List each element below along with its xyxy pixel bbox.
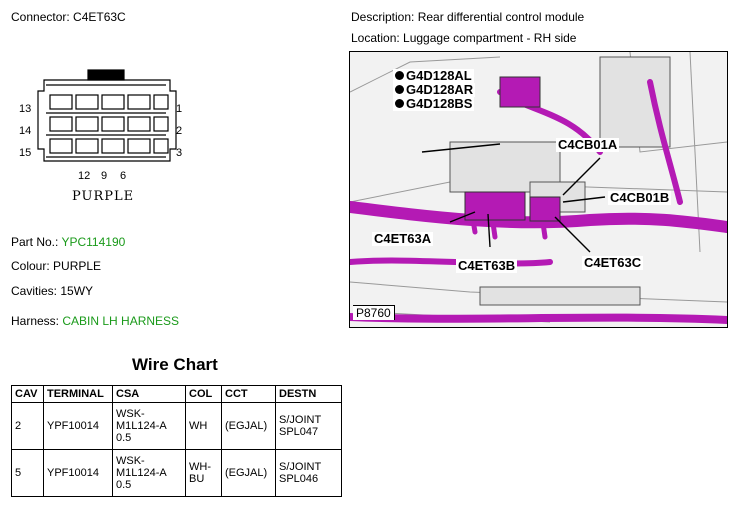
bullet-icon: [395, 99, 404, 108]
cell-cav: 5: [11, 449, 44, 497]
cell-col: WH- BU: [185, 449, 222, 497]
col-header-destn: DESTN: [275, 385, 342, 403]
location-text: Location: Luggage compartment - RH side: [351, 31, 577, 45]
pin-label-2: 2: [176, 125, 182, 137]
photo-reference: P8760: [353, 305, 395, 320]
col-header-cct: CCT: [221, 385, 276, 403]
col-header-terminal: TERMINAL: [43, 385, 113, 403]
harness-link[interactable]: CABIN LH HARNESS: [62, 314, 180, 328]
ground-label-g4d128ar: G4D128AR: [393, 83, 476, 97]
cell-terminal: YPF10014: [43, 402, 113, 450]
part-number-link[interactable]: YPC114190: [61, 235, 126, 249]
cell-csa: WSK- M1L124-A 0.5: [112, 402, 186, 450]
pin-label-13: 13: [19, 103, 31, 115]
cell-destn: S/JOINT SPL046: [275, 449, 342, 497]
ground-label-g4d128bs: G4D128BS: [393, 97, 475, 111]
wire-chart-table: CAV TERMINAL CSA COL CCT DESTN 2 YPF1001…: [11, 385, 342, 497]
colour-text: Colour: PURPLE: [11, 259, 102, 273]
pin-label-14: 14: [19, 125, 31, 137]
bullet-icon: [395, 85, 404, 94]
pin-label-15: 15: [19, 147, 31, 159]
callout-c4cb01a: C4CB01A: [556, 137, 620, 152]
connector-title: Connector: C4ET63C: [11, 10, 126, 24]
cell-col: WH: [185, 402, 222, 450]
connector-drawing: 13 14 15 1 2 3 12 9 6 PURPLE: [19, 69, 182, 204]
wire-chart-title: Wire Chart: [132, 355, 218, 374]
pin-label-6: 6: [120, 170, 126, 182]
photo-illustration: [350, 52, 727, 327]
pin-label-9: 9: [101, 170, 107, 182]
col-header-csa: CSA: [112, 385, 186, 403]
callout-c4et63b: C4ET63B: [456, 258, 518, 273]
pin-label-3: 3: [176, 147, 182, 159]
cavities-text: Cavities: 15WY: [11, 284, 94, 298]
table-row: 2 YPF10014 WSK- M1L124-A 0.5 WH (EGJAL) …: [11, 402, 342, 450]
pin-label-1: 1: [176, 103, 182, 115]
table-row: 5 YPF10014 WSK- M1L124-A 0.5 WH- BU (EGJ…: [11, 449, 342, 497]
description-text: Description: Rear differential control m…: [351, 10, 585, 24]
harness: Harness: CABIN LH HARNESS: [11, 314, 179, 328]
cell-destn: S/JOINT SPL047: [275, 402, 342, 450]
callout-c4cb01b: C4CB01B: [608, 190, 672, 205]
part-number-label: Part No.:: [11, 235, 62, 249]
bullet-icon: [395, 71, 404, 80]
connector-face-diagram: 13 14 15 1 2 3 12 9 6 PURPLE: [10, 65, 190, 205]
col-header-cav: CAV: [11, 385, 44, 403]
cell-csa: WSK- M1L124-A 0.5: [112, 449, 186, 497]
col-header-col: COL: [185, 385, 222, 403]
location-photo: G4D128AL G4D128AR G4D128BS C4CB01A C4CB0…: [349, 51, 728, 328]
cell-cav: 2: [11, 402, 44, 450]
part-number: Part No.: YPC114190: [11, 235, 125, 249]
harness-label: Harness:: [11, 314, 63, 328]
cell-cct: (EGJAL): [221, 402, 276, 450]
callout-c4et63a: C4ET63A: [372, 231, 434, 246]
table-header-row: CAV TERMINAL CSA COL CCT DESTN: [11, 385, 342, 403]
connector-color-label: PURPLE: [72, 189, 134, 204]
cell-cct: (EGJAL): [221, 449, 276, 497]
cell-terminal: YPF10014: [43, 449, 113, 497]
pin-label-12: 12: [78, 170, 90, 182]
ground-label-g4d128al: G4D128AL: [393, 69, 474, 83]
callout-c4et63c: C4ET63C: [582, 255, 644, 270]
